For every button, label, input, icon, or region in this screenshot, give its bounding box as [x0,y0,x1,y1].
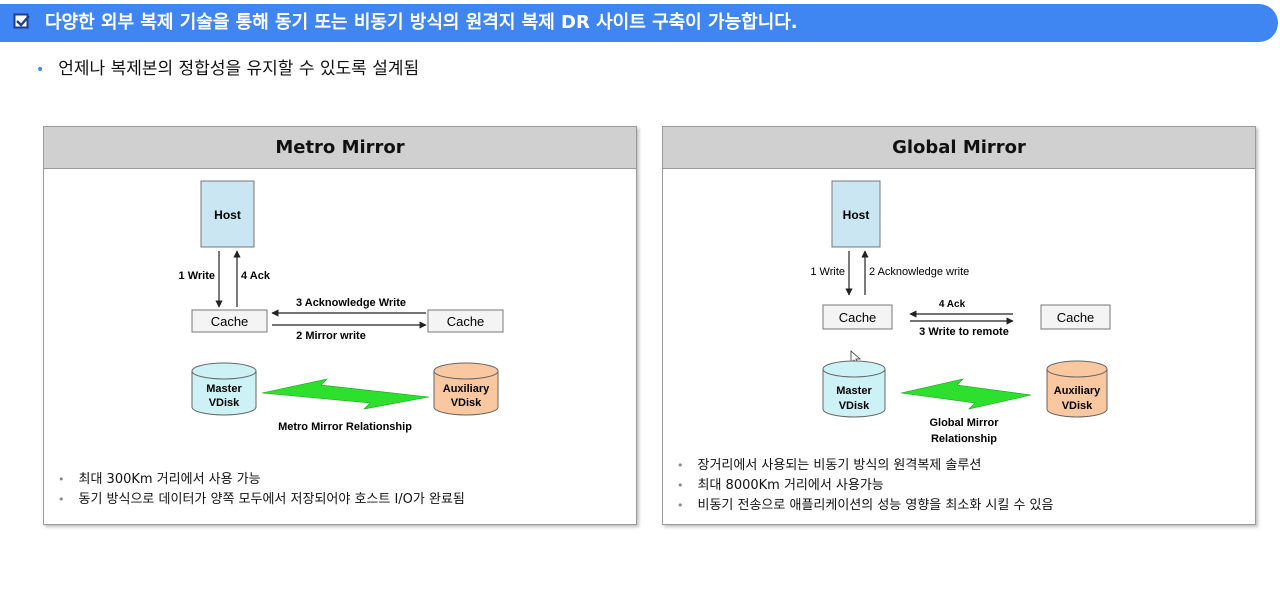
ack-write-label: 3 Acknowledge Write [296,297,406,309]
bullet-dot-icon: • [36,62,45,78]
list-item: •최대 8000Km 거리에서 사용가능 [677,478,884,493]
master-label-2: VDisk [209,397,240,409]
host-box [831,180,881,248]
host-box [200,180,255,248]
host-label: Host [214,208,241,222]
host-label: Host [843,208,870,222]
master-label-1: Master [836,385,872,397]
aux-label-1: Auxiliary [1054,385,1101,397]
title-banner: 다양한 외부 복제 기술을 통해 동기 또는 비동기 방식의 원격지 복제 DR… [0,4,1278,42]
lightning-bolt-icon [261,378,430,410]
list-item: •최대 300Km 거리에서 사용 가능 [58,472,261,487]
metro-mirror-diagram: Host 1 Write 4 Ack Cache Cache 3 Acknowl… [179,180,504,433]
global-notes: •장거리에서 사용되는 비동기 방식의 원격복제 솔루션 •최대 8000Km … [677,456,1053,516]
relationship-label-2: Relationship [931,433,997,445]
metro-mirror-panel: Metro Mirror Host 1 Write 4 Ack Cache Ca… [43,126,637,525]
aux-label-2: VDisk [451,397,482,409]
cache-right-box [1040,304,1111,330]
cache-left-box [191,309,268,333]
mirror-write-label: 2 Mirror write [296,330,366,342]
lightning-bolt-icon [900,378,1032,410]
aux-label-1: Auxiliary [443,383,490,395]
metro-mirror-title: Metro Mirror [44,127,636,169]
master-label-2: VDisk [839,400,870,412]
master-label-1: Master [206,383,242,395]
global-mirror-panel: Global Mirror Host 1 Write 2 Acknowledge… [662,126,1256,525]
intro-bullet: • 언제나 복제본의 정합성을 유지할 수 있도록 설계됨 [36,58,419,81]
list-item: •비동기 전송으로 애플리케이션의 성능 영향을 최소화 시킬 수 있음 [677,498,1054,513]
master-vdisk-cylinder [822,360,886,418]
metro-notes: •최대 300Km 거리에서 사용 가능 •동기 방식으로 데이터가 양쪽 모두… [58,470,465,510]
global-mirror-diagram: Host 1 Write 2 Acknowledge write Cache C… [810,180,1111,445]
auxiliary-vdisk-cylinder [1046,360,1108,418]
write-label: 1 Write [179,270,215,282]
ack-label: 4 Ack [241,270,271,282]
intro-bullet-text: 언제나 복제본의 정합성을 유지할 수 있도록 설계됨 [58,59,420,79]
cache-left-label: Cache [211,314,249,329]
checkbox-icon [13,13,30,29]
cache-right-label: Cache [447,314,485,329]
ack-label: 4 Ack [939,299,966,310]
list-item: •장거리에서 사용되는 비동기 방식의 원격복제 솔루션 [677,458,982,473]
cache-left-box [822,304,893,330]
relationship-label-1: Global Mirror [929,417,999,429]
master-vdisk-cylinder [191,362,257,416]
banner-title: 다양한 외부 복제 기술을 통해 동기 또는 비동기 방식의 원격지 복제 DR… [45,12,798,33]
cache-right-box [427,309,504,333]
list-item: •동기 방식으로 데이터가 양쪽 모두에서 저장되어야 호스트 I/O가 완료됨 [58,492,465,507]
relationship-label: Metro Mirror Relationship [278,421,412,433]
cache-right-label: Cache [1057,310,1095,325]
global-mirror-title: Global Mirror [663,127,1255,169]
write-remote-label: 3 Write to remote [919,326,1009,338]
cache-left-label: Cache [839,310,877,325]
write-label: 1 Write [810,266,845,278]
auxiliary-vdisk-cylinder [433,362,499,416]
aux-label-2: VDisk [1062,400,1093,412]
ack-write-label: 2 Acknowledge write [869,266,969,278]
